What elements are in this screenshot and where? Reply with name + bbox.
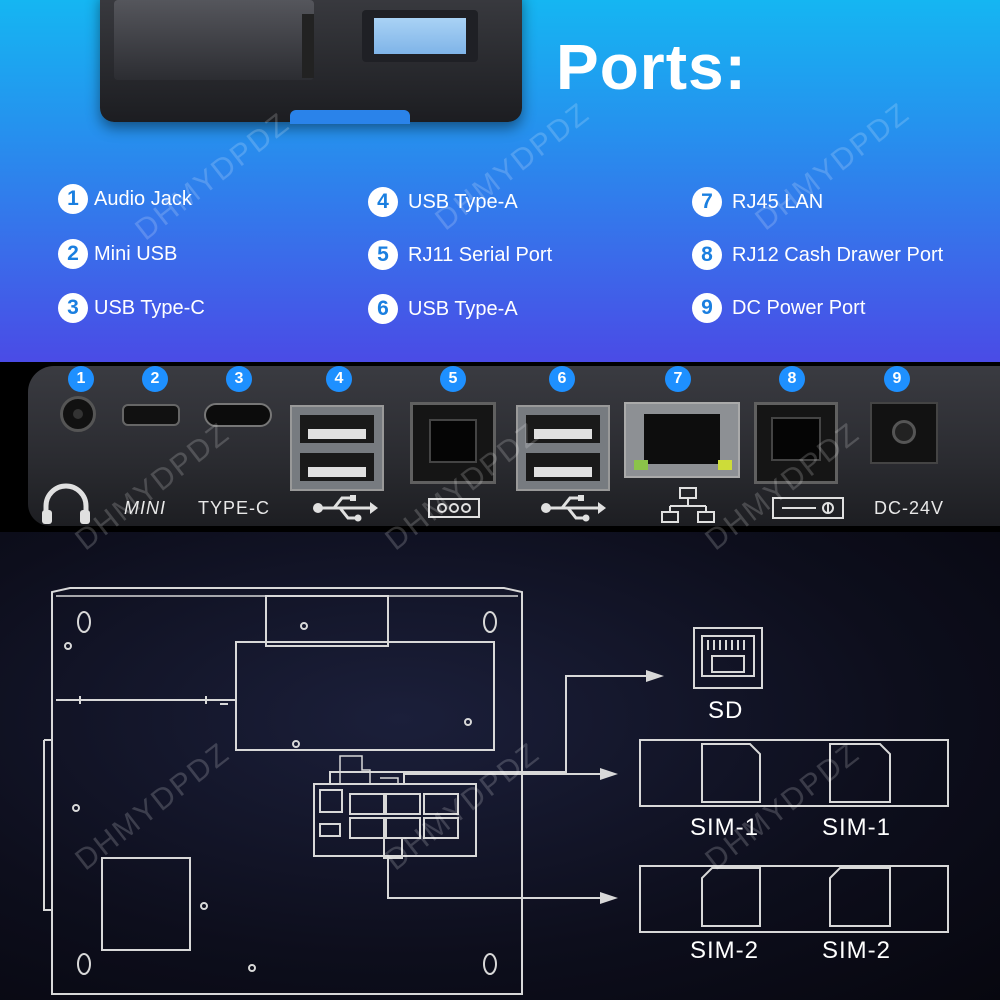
rj11-serial-port <box>410 402 496 484</box>
dc-power-port <box>870 402 938 464</box>
dc-label: DC-24V <box>874 498 945 518</box>
sim1-label: SIM-1 <box>690 814 760 841</box>
sd-label: SD <box>708 697 744 724</box>
legend-label: RJ11 Serial Port <box>408 243 553 266</box>
sim2-label: SIM-2 <box>822 937 892 964</box>
legend-item-7: 7 RJ45 LAN <box>692 185 823 219</box>
customer-display <box>362 10 478 62</box>
legend-item-2: 2 Mini USB <box>58 237 177 271</box>
number-badge: 3 <box>58 293 88 323</box>
number-badge: 2 <box>58 239 88 269</box>
sim2-label: SIM-2 <box>690 937 760 964</box>
number-badge: 1 <box>58 184 88 214</box>
legend-label: USB Type-A <box>408 297 518 320</box>
legend-item-3: 3 USB Type-C <box>58 291 205 325</box>
number-badge: 5 <box>368 240 398 270</box>
audio-jack-port <box>60 396 96 432</box>
legend-label: RJ45 LAN <box>732 190 824 213</box>
card-slot-diagram <box>0 532 1000 1000</box>
usb-symbol-icon <box>313 495 378 522</box>
port-number-8: 8 <box>779 366 805 392</box>
mini-label: MINI <box>124 498 166 518</box>
housing-outline <box>51 587 523 995</box>
legend-label: USB Type-C <box>94 296 205 319</box>
printer-slot <box>302 14 314 78</box>
headphone-icon <box>42 483 90 524</box>
legend-item-1: 1 Audio Jack <box>58 182 192 216</box>
legend-item-9: 9 DC Power Port <box>692 291 865 325</box>
legend-label: USB Type-A <box>408 190 518 213</box>
number-badge: 8 <box>692 240 722 270</box>
legend-label: RJ12 Cash Drawer Port <box>732 243 944 266</box>
schematic-drawing <box>43 587 949 995</box>
cash-drawer-icon <box>772 497 844 519</box>
legend-label: Audio Jack <box>94 187 192 210</box>
serial-port-icon <box>428 498 480 518</box>
network-icon <box>661 487 715 523</box>
number-badge: 7 <box>692 187 722 217</box>
sim1-label: SIM-1 <box>822 814 892 841</box>
port-number-3: 3 <box>226 366 252 392</box>
usb-type-a-port <box>290 405 384 491</box>
legend-label: Mini USB <box>94 242 178 265</box>
sd-card-icon <box>693 627 763 689</box>
legend-item-8: 8 RJ12 Cash Drawer Port <box>692 238 943 272</box>
typec-label: TYPE-C <box>198 498 271 518</box>
number-badge: 9 <box>692 293 722 323</box>
rj45-lan-port <box>624 402 740 478</box>
port-number-1: 1 <box>68 366 94 392</box>
usb-type-c-port <box>204 403 272 427</box>
device-notch <box>290 110 410 124</box>
port-number-4: 4 <box>326 366 352 392</box>
port-number-2: 2 <box>142 366 168 392</box>
rj12-cash-drawer-port <box>754 402 838 484</box>
port-number-6: 6 <box>549 366 575 392</box>
rear-panel <box>28 366 1000 526</box>
sim2-tray <box>639 865 949 933</box>
printer-body <box>114 0 314 80</box>
mini-usb-port <box>122 404 180 426</box>
port-number-7: 7 <box>665 366 691 392</box>
header-banner: Ports: 1 Audio Jack 2 Mini USB 3 USB Typ… <box>0 0 1000 362</box>
legend-item-6: 6 USB Type-A <box>368 292 518 326</box>
port-number-5: 5 <box>440 366 466 392</box>
number-badge: 6 <box>368 294 398 324</box>
page-title: Ports: <box>556 31 747 103</box>
legend-item-5: 5 RJ11 Serial Port <box>368 238 552 272</box>
pos-terminal-image <box>100 0 522 124</box>
usb-symbol-icon <box>541 495 606 522</box>
display-screen <box>374 18 466 54</box>
number-badge: 4 <box>368 187 398 217</box>
sim1-tray <box>639 739 949 807</box>
usb-type-a-port <box>516 405 610 491</box>
legend-item-4: 4 USB Type-A <box>368 185 518 219</box>
legend-label: DC Power Port <box>732 296 866 319</box>
port-number-9: 9 <box>884 366 910 392</box>
